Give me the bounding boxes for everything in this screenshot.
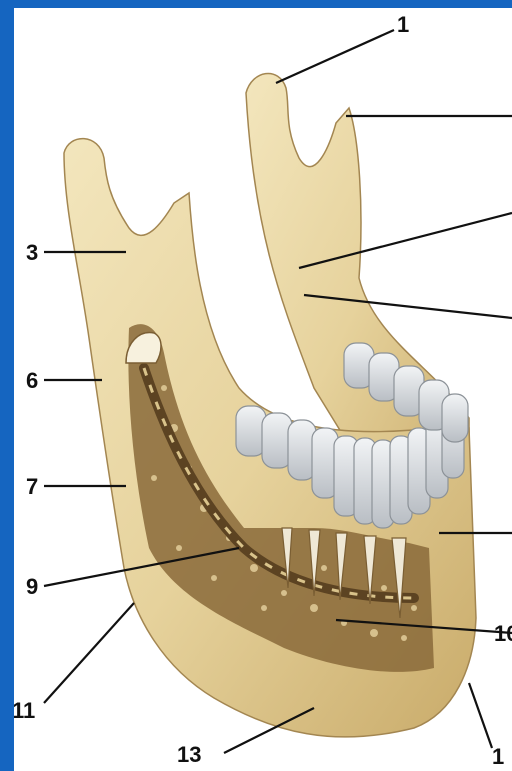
label-13: 13	[177, 744, 201, 766]
label-10: 10	[494, 623, 512, 645]
label-1: 1	[397, 14, 409, 36]
label-6: 6	[26, 370, 38, 392]
label-3: 3	[26, 242, 38, 264]
diagram-frame: 1 3 6 7 9 10 11 1 13	[14, 8, 512, 771]
mandible-illustration	[14, 8, 512, 771]
label-11: 11	[14, 700, 35, 722]
label-1-bottom: 1	[492, 746, 504, 768]
label-7: 7	[26, 476, 38, 498]
label-9: 9	[26, 576, 38, 598]
